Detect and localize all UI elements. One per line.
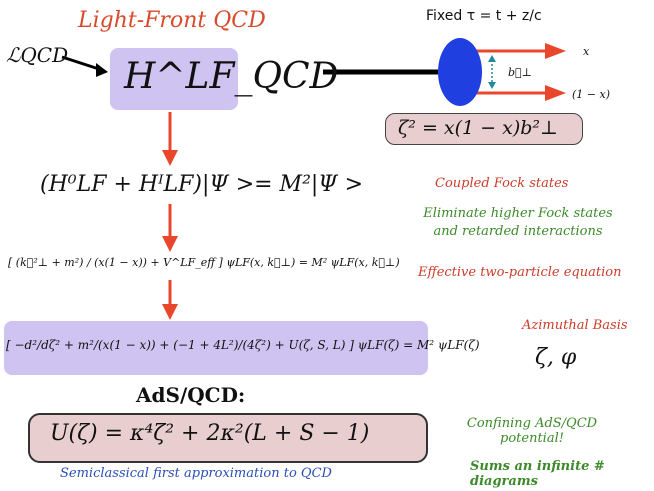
adsqcd-heading: AdS/QCD: [136, 383, 246, 407]
b-perp-arrow-bottom [488, 82, 496, 89]
upper-parton-head [545, 43, 566, 59]
hamiltonian-box [110, 48, 238, 110]
zeta-phi-label: ζ, φ [535, 345, 577, 370]
fixed-tau-label: Fixed τ = t + z/c [426, 8, 542, 24]
down-arrow-1-head [162, 150, 178, 166]
eliminate-label-2: and retarded interactions [433, 224, 603, 239]
hadron-ellipse [438, 38, 482, 106]
effective-equation: [ (k⃗²⊥ + m²) / (x(1 − x)) + V^LF_eff ] … [8, 256, 400, 269]
zeta-equation: ζ² = x(1 − x)b²⊥ [398, 117, 558, 139]
lagrangian-arrowhead [96, 63, 108, 77]
azimuthal-label: Azimuthal Basis [522, 318, 628, 333]
down-arrow-3-head [162, 304, 178, 320]
confining-label: Confining AdS/QCD potential! [452, 416, 612, 446]
lower-parton-head [545, 85, 566, 101]
effective-label: Effective two-particle equation [418, 265, 622, 280]
lagrangian-arrow [61, 55, 103, 72]
zeta-box [385, 113, 583, 145]
sums-label: Sums an infinite # diagrams [470, 459, 605, 489]
lagrangian-label: ℒQCD [6, 43, 69, 67]
lf-hamiltonian-equation: (H⁰LF + HᴵLF)|Ψ >= M²|Ψ > [40, 172, 364, 197]
potential-equation: U(ζ) = κ⁴ζ² + 2κ²(L + S − 1) [50, 421, 370, 446]
one-minus-x-label: (1 − x) [572, 88, 610, 101]
b-perp-label: b⃗⊥ [508, 66, 532, 79]
down-arrow-2-head [162, 236, 178, 252]
equation-box [4, 321, 428, 375]
x-label: x [583, 45, 590, 58]
eliminate-label-1: Eliminate higher Fock states [423, 206, 613, 221]
confining-label-2: potential! [500, 431, 564, 446]
coupled-fock-label: Coupled Fock states [435, 176, 569, 191]
page-title: Light-Front QCD [78, 8, 266, 33]
semiclassical-label: Semiclassical first approximation to QCD [60, 466, 332, 481]
holographic-equation: [ −d²/dζ² + m²/(x(1 − x)) + (−1 + 4L²)/(… [6, 338, 480, 352]
potential-box [28, 413, 428, 463]
confining-label-1: Confining AdS/QCD [466, 416, 598, 431]
hamiltonian-label: H^LF_QCD [124, 56, 339, 97]
b-perp-arrow-top [488, 55, 496, 62]
